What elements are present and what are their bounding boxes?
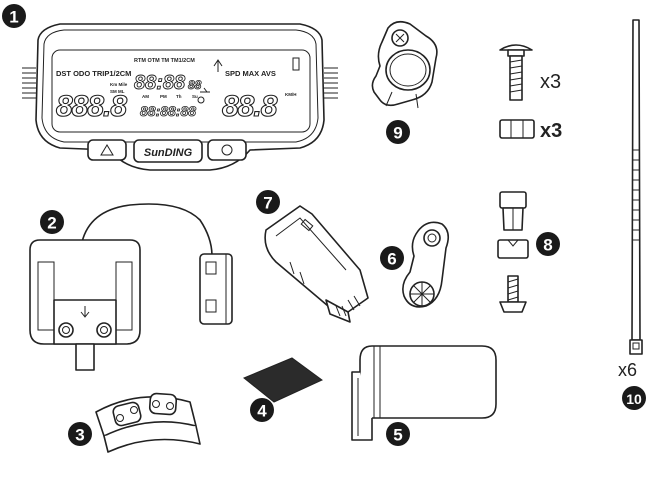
extension-bracket — [351, 345, 497, 441]
arrow-up-icon — [213, 59, 223, 72]
bike-icon — [197, 87, 210, 104]
lcd-unit-kmh: KM/H — [285, 92, 297, 97]
clamp-arm — [402, 221, 450, 308]
badge-2: 2 — [40, 210, 64, 234]
lcd-digits-big-right: 88.8 — [222, 90, 278, 123]
handlebar-clamp — [371, 20, 438, 109]
lcd-row2-am: AM — [142, 94, 149, 99]
sensor-base — [29, 203, 233, 371]
screw-set: x3 — [499, 44, 561, 101]
connector — [497, 191, 529, 313]
arrow-down-icon — [80, 306, 90, 318]
badge-4: 4 — [250, 398, 274, 422]
lcd-row2-pm: PM — [160, 94, 167, 99]
svg-text:1: 1 — [9, 8, 18, 27]
svg-text:9: 9 — [393, 124, 402, 143]
circle-icon — [221, 144, 233, 156]
badge-8: 8 — [536, 232, 560, 256]
lcd-row2-th: Th — [176, 94, 182, 99]
lcd-digits-top-mid: 88:88 — [134, 72, 186, 94]
brand-logo: SunDING — [144, 147, 193, 159]
mode-up-button[interactable] — [87, 139, 127, 161]
svg-text:2: 2 — [47, 214, 56, 233]
triangle-icon — [100, 144, 114, 156]
battery-icon — [292, 57, 300, 71]
svg-text:4: 4 — [257, 402, 267, 421]
rubber-pad — [95, 392, 201, 453]
svg-text:10: 10 — [626, 391, 642, 407]
logo-button[interactable] — [133, 139, 203, 163]
badge-6: 6 — [380, 246, 404, 270]
mode-set-button[interactable] — [207, 139, 247, 161]
computer-unit: DST ODO TRIP1/2CM RTM OTM TM TM1/2CM SPD… — [22, 23, 338, 171]
badge-5: 5 — [386, 422, 410, 446]
svg-text:5: 5 — [393, 426, 402, 445]
badge-9: 9 — [386, 120, 410, 144]
badge-7: 7 — [256, 190, 280, 214]
svg-text:8: 8 — [543, 236, 552, 255]
svg-text:3: 3 — [75, 426, 84, 445]
lcd-labels-mid: RTM OTM TM TM1/2CM — [134, 58, 195, 64]
mount-arm — [264, 205, 369, 323]
lcd-digits-bottom-mid: 88:88:88 — [140, 103, 196, 119]
tie-quantity: x6 — [618, 360, 637, 380]
svg-text:6: 6 — [387, 250, 396, 269]
screw-quantity: x3 — [540, 71, 561, 93]
lcd-labels-right: SPD MAX AVS — [225, 69, 276, 78]
badge-10: 10 — [622, 386, 646, 410]
lcd-row2-su: Su — [192, 94, 198, 99]
adhesive-pad — [243, 357, 323, 403]
badge-3: 3 — [68, 422, 92, 446]
lcd-unit-km-mile: Km Mile — [110, 82, 128, 87]
nut-set: x3 — [499, 119, 562, 142]
cable-tie: x6 — [618, 19, 643, 380]
svg-text:7: 7 — [263, 194, 272, 213]
lcd-digits-big-left: 888.8 — [56, 90, 127, 123]
nut-quantity: x3 — [540, 120, 562, 142]
lcd-unit-sm-ml: SM ML — [110, 89, 125, 94]
badge-1: 1 — [2, 4, 26, 28]
lcd-digits-small-mid: 88 — [188, 78, 202, 92]
lcd-labels-left: DST ODO TRIP1/2CM — [56, 69, 131, 78]
